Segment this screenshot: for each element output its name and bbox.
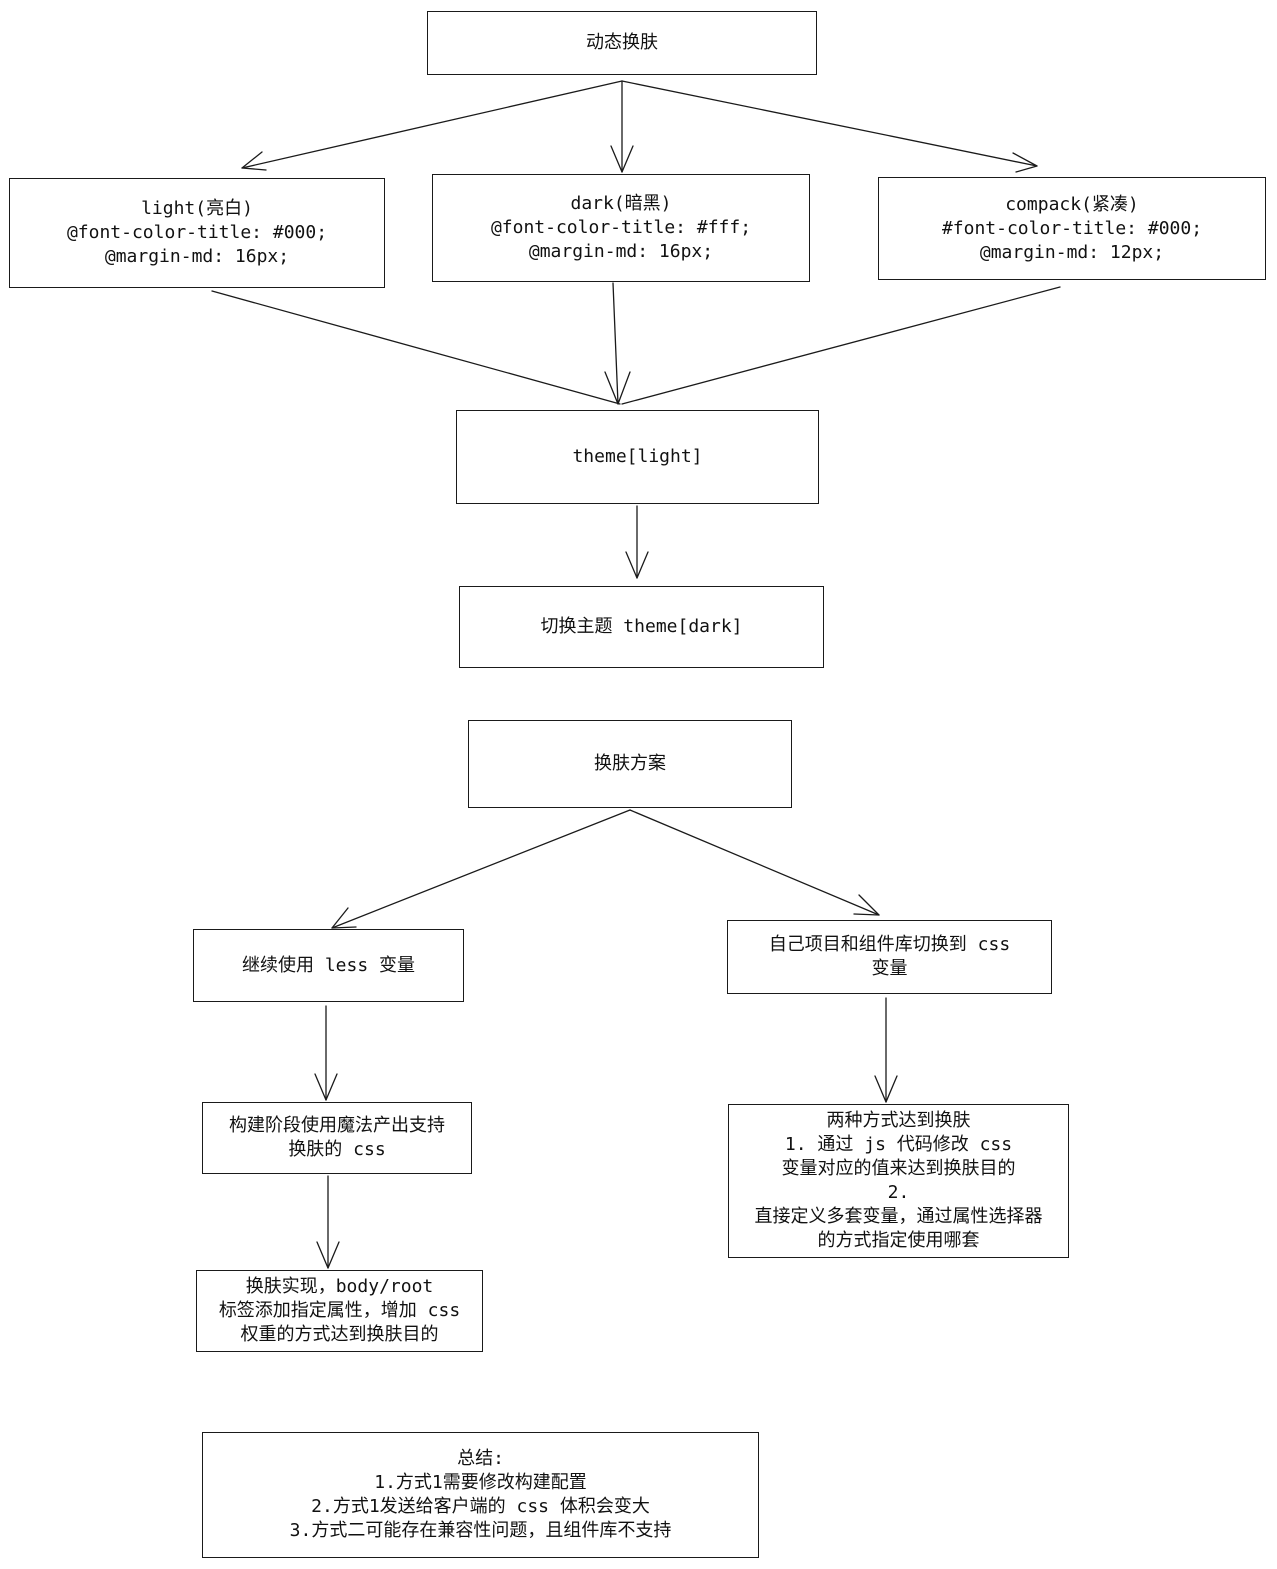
node-label: theme[light] bbox=[572, 446, 703, 467]
summary-line: 3.方式二可能存在兼容性问题，且组件库不支持 bbox=[289, 1520, 672, 1541]
arrowhead bbox=[625, 551, 649, 579]
summary-line: 1.方式1需要修改构建配置 bbox=[374, 1472, 587, 1493]
node-line: 两种方式达到换肤 bbox=[826, 1110, 971, 1131]
node-line: 变量对应的值来达到换肤目的 bbox=[781, 1158, 1016, 1179]
node-line: 换肤实现，body/root bbox=[245, 1276, 434, 1297]
node-summary[interactable]: 总结: 1.方式1需要修改构建配置 2.方式1发送给客户端的 css 体积会变大… bbox=[202, 1432, 759, 1558]
node-line: 2. bbox=[887, 1182, 910, 1203]
edge-light-current bbox=[211, 290, 621, 405]
node-line: @font-color-title: #000; bbox=[66, 222, 328, 243]
arrowhead bbox=[874, 1075, 898, 1103]
node-css-variables[interactable]: 自己项目和组件库切换到 css 变量 bbox=[727, 920, 1052, 994]
summary-title: 总结: bbox=[457, 1448, 504, 1469]
node-label: 切换主题 theme[dark] bbox=[540, 616, 743, 637]
node-title: dark(暗黑) bbox=[570, 193, 672, 214]
node-skin-scheme[interactable]: 换肤方案 bbox=[468, 720, 792, 808]
node-line: 1. 通过 js 代码修改 css bbox=[784, 1134, 1013, 1155]
node-line: @margin-md: 16px; bbox=[104, 246, 290, 267]
edge-scheme-css bbox=[629, 809, 880, 916]
node-switch-theme[interactable]: 切换主题 theme[dark] bbox=[459, 586, 824, 668]
arrowhead bbox=[604, 371, 631, 405]
arrowhead bbox=[316, 1241, 340, 1269]
arrowhead bbox=[241, 151, 267, 171]
node-title: light(亮白) bbox=[141, 198, 253, 219]
node-current-theme[interactable]: theme[light] bbox=[456, 410, 819, 504]
node-build-stage[interactable]: 构建阶段使用魔法产出支持 换肤的 css bbox=[202, 1102, 472, 1174]
node-line: 直接定义多套变量，通过属性选择器 bbox=[754, 1206, 1043, 1227]
node-line: @font-color-title: #fff; bbox=[490, 217, 752, 238]
edge-compack-current bbox=[621, 286, 1061, 405]
edge-root-compack bbox=[621, 80, 1038, 167]
node-label: 继续使用 less 变量 bbox=[241, 954, 416, 976]
arrowhead bbox=[331, 907, 357, 929]
node-line: 构建阶段使用魔法产出支持 bbox=[229, 1115, 445, 1136]
node-line: 权重的方式达到换肤目的 bbox=[240, 1324, 439, 1345]
arrowhead bbox=[1012, 152, 1038, 173]
node-line: @margin-md: 16px; bbox=[528, 241, 714, 262]
node-light-theme[interactable]: light(亮白) @font-color-title: #000; @marg… bbox=[9, 178, 385, 288]
summary-line: 2.方式1发送给客户端的 css 体积会变大 bbox=[311, 1496, 650, 1517]
node-compack-theme[interactable]: compack(紧凑) #font-color-title: #000; @ma… bbox=[878, 177, 1266, 280]
node-line: 标签添加指定属性，增加 css bbox=[218, 1300, 461, 1321]
edge-scheme-less bbox=[331, 809, 631, 929]
node-label: 换肤方案 bbox=[594, 753, 666, 774]
node-line: 自己项目和组件库切换到 css bbox=[768, 934, 1011, 955]
edge-dark-current bbox=[612, 282, 619, 405]
node-two-methods[interactable]: 两种方式达到换肤 1. 通过 js 代码修改 css 变量对应的值来达到换肤目的… bbox=[728, 1104, 1069, 1258]
node-line: 变量 bbox=[871, 958, 908, 979]
node-line: 换肤的 css bbox=[288, 1139, 386, 1160]
node-line: #font-color-title: #000; bbox=[941, 217, 1203, 239]
node-skin-implementation[interactable]: 换肤实现，body/root 标签添加指定属性，增加 css 权重的方式达到换肤… bbox=[196, 1270, 483, 1352]
arrowhead bbox=[314, 1073, 338, 1101]
node-label: 动态换肤 bbox=[586, 32, 658, 53]
arrowhead bbox=[610, 145, 634, 173]
node-dark-theme[interactable]: dark(暗黑) @font-color-title: #fff; @margi… bbox=[432, 174, 810, 282]
node-title: compack(紧凑) bbox=[1005, 193, 1139, 215]
edge-root-light bbox=[241, 80, 623, 169]
arrowhead bbox=[853, 894, 880, 916]
node-dynamic-skin[interactable]: 动态换肤 bbox=[427, 11, 817, 75]
node-less-variables[interactable]: 继续使用 less 变量 bbox=[193, 929, 464, 1002]
node-line: @margin-md: 12px; bbox=[979, 241, 1165, 263]
node-line: 的方式指定使用哪套 bbox=[817, 1230, 980, 1251]
